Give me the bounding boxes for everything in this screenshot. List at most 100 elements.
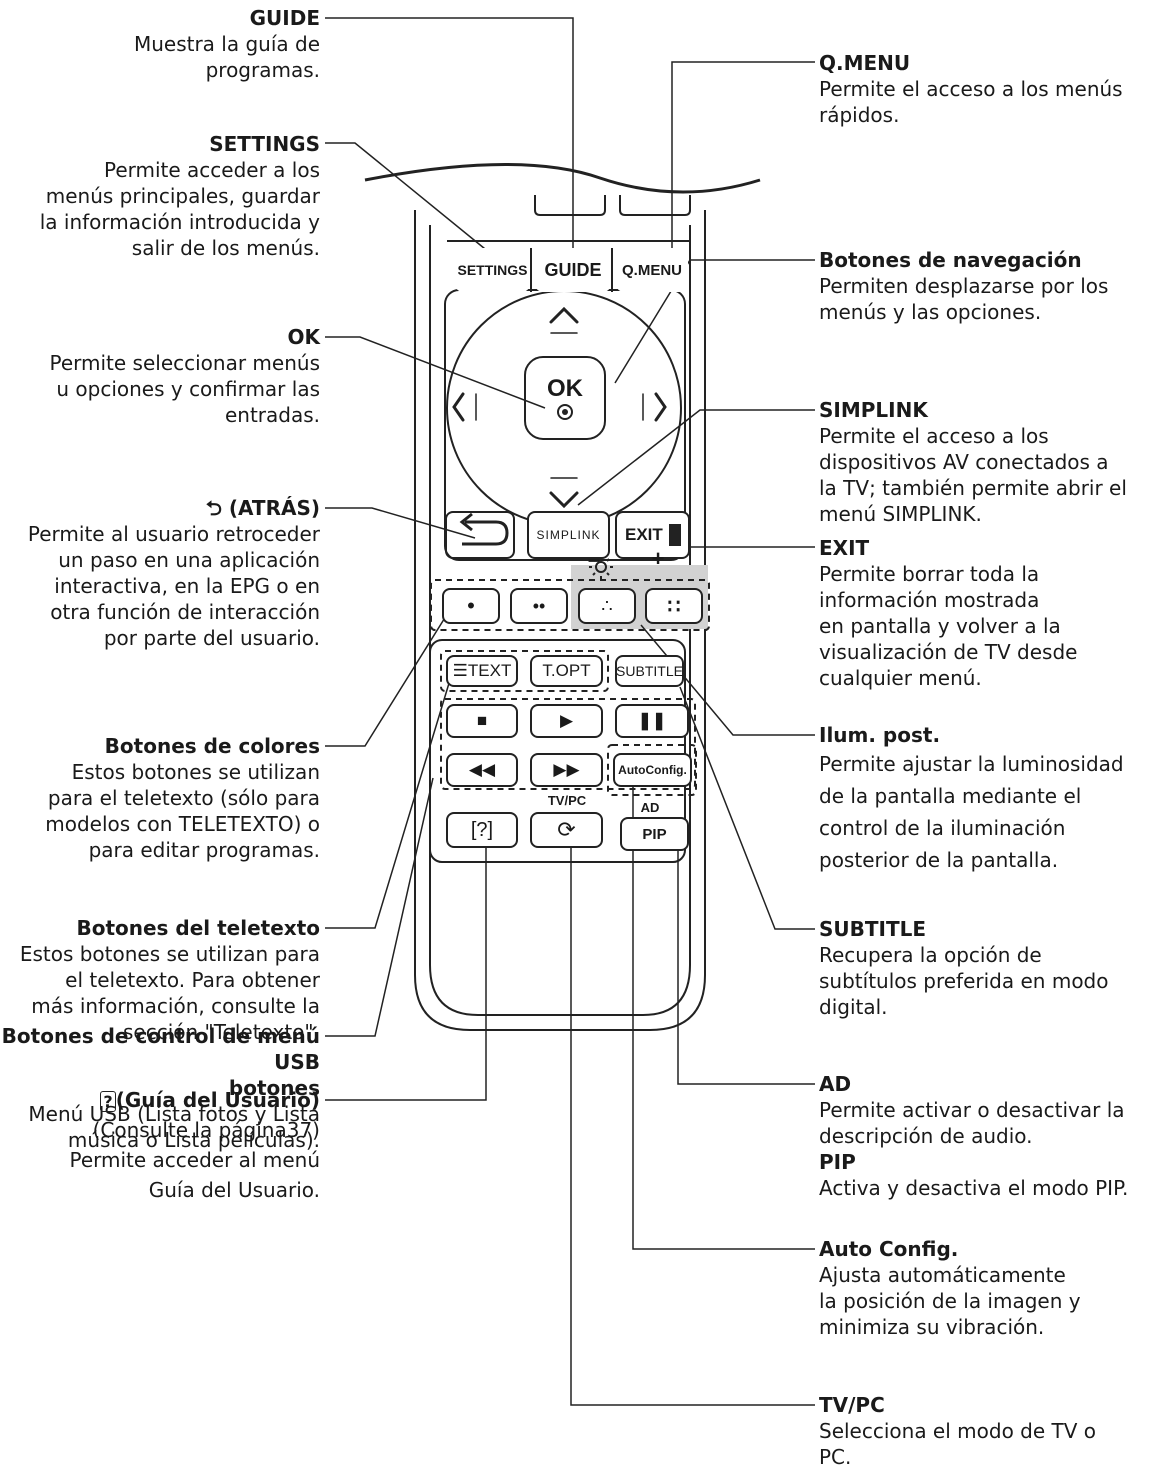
- text-button[interactable]: ☰TEXT: [446, 655, 518, 687]
- exit-door-icon: [668, 524, 681, 546]
- red-button[interactable]: •: [442, 588, 500, 624]
- label-teletext-title: Botones del teletexto: [76, 916, 320, 940]
- label-colors-title: Botones de colores: [104, 734, 320, 758]
- yellow-button[interactable]: ∴: [578, 588, 636, 624]
- label-back-desc: Permite al usuario retroceder un paso en…: [27, 522, 320, 650]
- play-button[interactable]: ▶: [530, 704, 603, 738]
- label-usb-title: Botones de control de menú USB botones: [1, 1024, 320, 1100]
- subtitle-button[interactable]: SUBTITLE: [615, 655, 684, 687]
- label-qmenu-title: Q.MENU: [819, 51, 911, 75]
- blue-button[interactable]: ∷: [645, 588, 703, 624]
- nav-right-icon: [654, 392, 667, 422]
- remote-body: [414, 210, 706, 1031]
- nav-down-icon: [549, 491, 579, 509]
- label-guide-desc: Muestra la guía de programas.: [133, 32, 320, 82]
- label-guide: GUIDE Muestra la guía de programas.: [0, 5, 320, 83]
- green-button[interactable]: ••: [510, 588, 568, 624]
- nav-up-icon: [549, 306, 579, 324]
- label-colors: Botones de colores Estos botones se util…: [0, 733, 320, 863]
- simplink-label: SIMPLINK: [536, 528, 601, 542]
- leader-userguide: [325, 840, 487, 1101]
- leader-teletext: [325, 669, 454, 929]
- stop-button[interactable]: ■: [446, 704, 518, 738]
- nav-left-icon: [452, 392, 465, 422]
- back-button[interactable]: [445, 511, 515, 559]
- label-ok-desc: Permite seleccionar menús u opciones y c…: [49, 351, 320, 427]
- label-tvpc-title: TV/PC: [819, 1393, 885, 1417]
- back-icon: [459, 512, 509, 546]
- fastforward-button[interactable]: ▶▶: [530, 753, 603, 787]
- text-list-icon: ☰: [452, 661, 468, 680]
- userguide-button[interactable]: [?]: [446, 812, 518, 848]
- qmenu-button[interactable]: Q.MENU: [616, 248, 688, 292]
- backlight-plus: +: [651, 546, 665, 571]
- usb-group-outline: [440, 698, 696, 790]
- label-subtitle-title: SUBTITLE: [819, 917, 927, 941]
- label-ad-title: AD: [819, 1072, 852, 1096]
- backlight-minus: −: [587, 548, 601, 573]
- userguide-icon: [?]: [470, 818, 494, 841]
- pause-button[interactable]: ❚❚: [615, 704, 689, 738]
- rewind-button[interactable]: ◀◀: [446, 753, 518, 787]
- label-autoconfig-title: Auto Config.: [819, 1237, 959, 1261]
- label-tvpc-desc: Selecciona el modo de TV o PC.: [819, 1419, 1097, 1469]
- label-usb-desc: Menú USB (Lista fotos y Lista música o L…: [28, 1102, 320, 1152]
- label-qmenu-desc: Permite el acceso a los menús rápidos.: [819, 77, 1123, 127]
- label-simplink-title: SIMPLINK: [819, 398, 928, 422]
- leader-guide: [325, 17, 574, 253]
- label-autoconfig: Auto Config. Ajusta automáticamente la p…: [819, 1236, 1149, 1340]
- ok-button[interactable]: OK: [547, 375, 583, 402]
- leader-back: [325, 507, 476, 539]
- remote-cut-edge: [364, 163, 761, 194]
- label-simplink: SIMPLINK Permite el acceso a los disposi…: [819, 397, 1149, 527]
- pip-button[interactable]: PIP: [620, 817, 689, 851]
- label-exit: EXIT Permite borrar toda la información …: [819, 535, 1149, 691]
- label-back-title: ⮌ (ATRÁS): [205, 496, 320, 520]
- label-subtitle-desc: Recupera la opción de subtítulos preferi…: [819, 943, 1109, 1019]
- label-userguide-desc: (Consulte la página37) Permite acceder a…: [69, 1118, 320, 1202]
- leader-simplink: [577, 409, 815, 506]
- label-back: ⮌ (ATRÁS) Permite al usuario retroceder …: [0, 495, 320, 651]
- label-teletext-desc: Estos botones se utilizan para el telete…: [19, 942, 320, 1044]
- label-backlight: Ilum. post. Permite ajustar la luminosid…: [819, 722, 1149, 876]
- remote-body-inner: [429, 225, 691, 1016]
- label-colors-desc: Estos botones se utilizan para el telete…: [45, 760, 320, 862]
- label-ok-title: OK: [287, 325, 321, 349]
- label-backlight-desc: Permite ajustar la luminosidad de la pan…: [819, 752, 1124, 872]
- label-simplink-desc: Permite el acceso a los dispositivos AV …: [819, 424, 1127, 526]
- label-guide-title: GUIDE: [249, 6, 320, 30]
- exit-button[interactable]: EXIT: [615, 511, 690, 559]
- leader-tvpc: [570, 840, 815, 1406]
- label-nav-title: Botones de navegación: [819, 248, 1082, 272]
- tvpc-button[interactable]: ⟳: [530, 812, 603, 848]
- label-settings-title: SETTINGS: [209, 132, 320, 156]
- label-nav: Botones de navegación Permiten desplazar…: [819, 247, 1149, 325]
- leader-qmenu: [671, 61, 815, 253]
- label-userguide-icon: ?: [100, 1091, 116, 1112]
- label-userguide-title: (Guía del Usuario): [115, 1088, 320, 1112]
- label-userguide: ?(Guía del Usuario) (Consulte la página3…: [0, 1087, 320, 1205]
- label-ad-desc: Permite activar o desactivar la descripc…: [819, 1098, 1125, 1148]
- label-backlight-title: Ilum. post.: [819, 723, 941, 747]
- leader-nav: [614, 259, 815, 384]
- topt-button[interactable]: T.OPT: [530, 655, 603, 687]
- leader-settings: [325, 142, 491, 254]
- autoconfig-button[interactable]: AutoConfig.: [613, 753, 692, 787]
- label-exit-desc: Permite borrar toda la información mostr…: [819, 562, 1078, 690]
- guide-button[interactable]: GUIDE: [535, 248, 611, 292]
- leader-autoconfig: [632, 782, 815, 1250]
- label-ad-pip: AD Permite activar o desactivar la descr…: [819, 1071, 1154, 1201]
- label-teletext: Botones del teletexto Estos botones se u…: [0, 915, 320, 1045]
- label-exit-title: EXIT: [819, 536, 870, 560]
- leader-ok: [325, 336, 546, 409]
- settings-button[interactable]: SETTINGS: [455, 248, 530, 292]
- ad-caption: AD: [640, 800, 660, 815]
- tvpc-caption: TV/PC: [547, 793, 587, 808]
- simplink-button[interactable]: SIMPLINK: [527, 511, 610, 559]
- text-label: TEXT: [467, 661, 512, 680]
- label-pip-title: PIP: [819, 1150, 856, 1174]
- label-tvpc: TV/PC Selecciona el modo de TV o PC.: [819, 1392, 1149, 1470]
- lower-panel: [429, 639, 686, 863]
- label-settings-desc: Permite acceder a los menús principales,…: [39, 158, 320, 260]
- ok-button-shape: [524, 356, 606, 440]
